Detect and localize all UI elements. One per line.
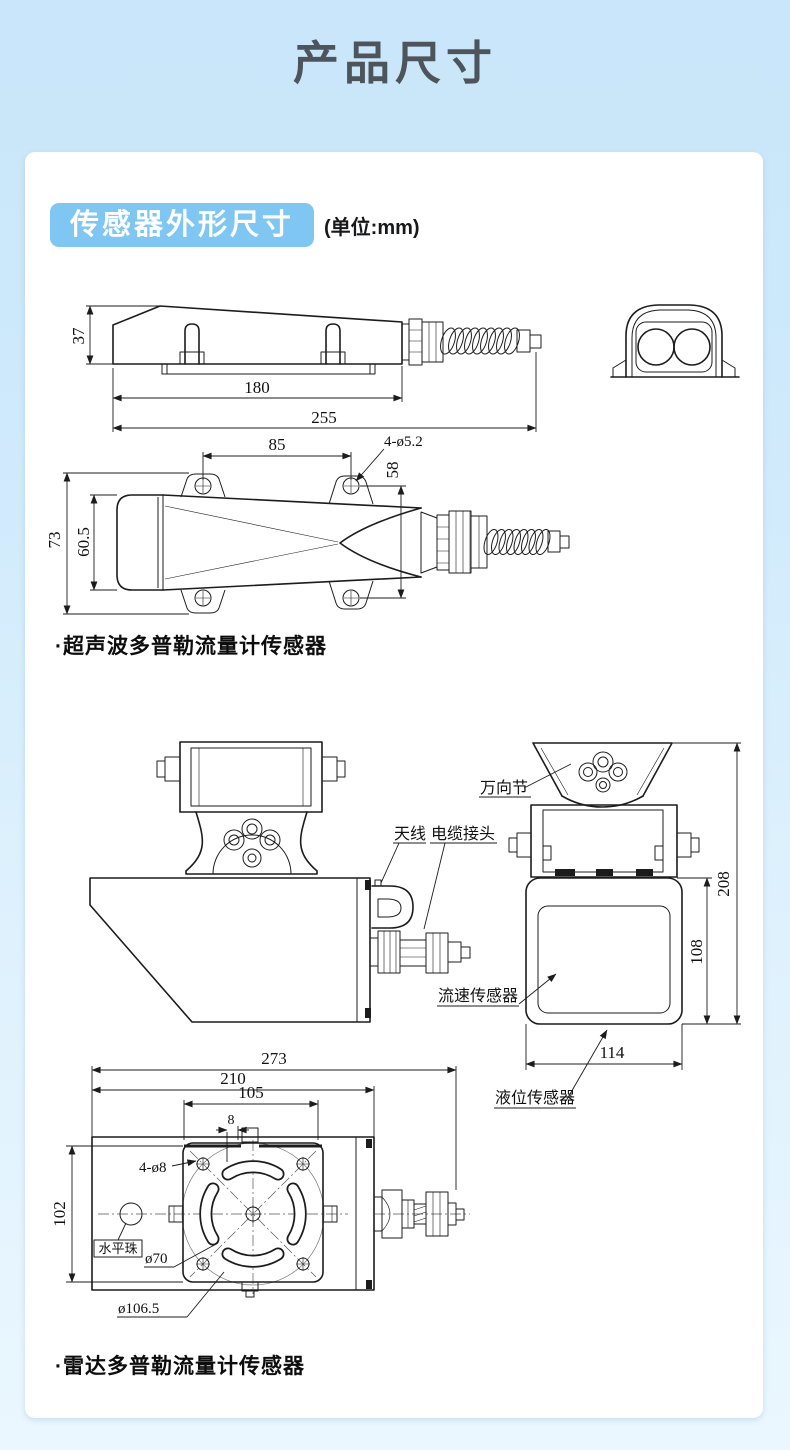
dim-85: 85 (269, 435, 286, 454)
section-badge: 传感器外形尺寸 (50, 203, 315, 247)
ultrasonic-sensor-drawing: 37 180 255 (45, 304, 740, 615)
level-bead: 水平珠 (93, 1202, 143, 1258)
dim-210: 210 (220, 1069, 246, 1088)
dim-102: 102 (50, 1201, 69, 1227)
ultrasonic-end-view (610, 304, 740, 378)
page-title: 产品尺寸 (293, 37, 497, 89)
dim-37: 37 (69, 327, 88, 345)
ultrasonic-top-connector (420, 510, 488, 574)
dim-255: 255 (311, 408, 337, 427)
gimbal-bolts (578, 751, 628, 793)
ultrasonic-side-coil-cable (440, 327, 542, 355)
dim-108: 108 (687, 939, 706, 965)
level-sensor-label: 液位传感器 (495, 1089, 575, 1107)
ultrasonic-caption: ·超声波多普勒流量计传感器 (55, 635, 327, 658)
radar-caption: ·雷达多普勒流量计传感器 (55, 1355, 305, 1378)
dim-208: 208 (714, 871, 733, 897)
dim-60-5: 60.5 (74, 527, 93, 557)
content-card (25, 152, 763, 1418)
dim-dia70: ø70 (145, 1251, 168, 1267)
plate-arc-slots (199, 1160, 307, 1268)
ultrasonic-side-connector (401, 318, 444, 366)
radar-sensor-drawing: 天线 电缆接头 流速传感器 (50, 741, 741, 1318)
radar-bottom-connector (373, 1189, 470, 1239)
velocity-sensor-label: 流速传感器 (438, 987, 518, 1005)
dim-273: 273 (261, 1049, 287, 1068)
universal-joint-label: 万向节 (480, 779, 528, 797)
universal-joint-bolts (223, 818, 281, 868)
dim-105: 105 (238, 1083, 264, 1102)
dim-hole-callout-radar: 4-ø8 (139, 1160, 167, 1176)
dim-73: 73 (45, 532, 64, 549)
dim-dia106-5: ø106.5 (118, 1301, 159, 1317)
cable-connector-label: 电缆接头 (431, 825, 495, 843)
ultrasonic-top-coil-cable (483, 528, 570, 556)
radar-front-view: 208 108 114 万向节 液位传感器 (479, 742, 741, 1109)
dim-hole-callout: 4-ø5.2 (384, 434, 423, 450)
section-header: 传感器外形尺寸 (单位:mm) (50, 203, 420, 247)
plate-corner-holes (196, 1157, 310, 1271)
radar-cable-connector (369, 930, 471, 974)
level-bead-label: 水平珠 (98, 1241, 137, 1256)
radar-antenna (371, 879, 414, 929)
antenna-label: 天线 (394, 825, 426, 843)
radar-bottom-view: 水平珠 273 210 (50, 1049, 470, 1318)
dim-8: 8 (228, 1113, 235, 1128)
unit-label: (单位:mm) (324, 216, 420, 239)
ultrasonic-side-view: 37 180 255 (69, 305, 542, 432)
dim-114: 114 (600, 1043, 625, 1062)
dim-58: 58 (383, 462, 402, 479)
ultrasonic-top-view: 85 4-ø5.2 58 60.5 73 (45, 434, 570, 615)
dim-180: 180 (244, 378, 270, 397)
radar-side-view: 天线 电缆接头 流速传感器 (89, 741, 557, 1023)
